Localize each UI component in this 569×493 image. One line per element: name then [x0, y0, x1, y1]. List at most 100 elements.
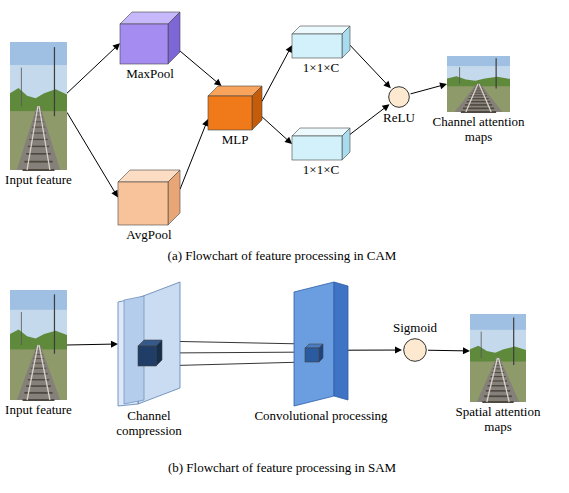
- subfigure-caption: (b) Flowchart of feature processing in S…: [40, 461, 524, 476]
- node-label: Input feature: [0, 403, 84, 418]
- connector: [180, 119, 209, 189]
- output-image: Channel attention maps: [447, 56, 510, 112]
- node-label: Sigmoid: [385, 321, 445, 336]
- vector-cube: 1×1×C: [292, 128, 350, 160]
- connector-line: [411, 86, 442, 94]
- cube-side: [342, 26, 350, 58]
- node-label: MLP: [210, 133, 260, 148]
- connector: [428, 347, 470, 354]
- cube-top: [292, 128, 350, 136]
- slab-back: [138, 282, 180, 404]
- relu-circle-shape: [388, 86, 410, 108]
- rail: [27, 345, 38, 400]
- connector-line: [428, 350, 464, 352]
- sigmoid-circle-shape: [403, 338, 427, 362]
- conv-block-shape: [294, 282, 348, 406]
- pole: [459, 67, 460, 84]
- ballast: [17, 345, 60, 400]
- connector: [67, 112, 118, 197]
- connector: [411, 82, 447, 93]
- cube-side: [168, 170, 180, 225]
- sky: [10, 290, 67, 400]
- mlp-cube: MLP: [208, 86, 262, 130]
- node-label: MaxPool: [115, 67, 185, 82]
- cube-front: [292, 34, 342, 58]
- node-label: Spatial attention maps: [448, 405, 548, 435]
- pole: [54, 294, 55, 353]
- relu-circle: ReLU: [388, 86, 410, 108]
- connector: [180, 51, 222, 86]
- cube-front: [305, 348, 319, 362]
- cube-top: [292, 26, 350, 34]
- cube-front: [138, 346, 156, 366]
- connector: [67, 341, 118, 348]
- sky-top: [10, 42, 67, 65]
- tree-line: [10, 88, 67, 114]
- connector-line: [262, 117, 288, 140]
- node-label: ReLU: [374, 111, 424, 126]
- sky: [447, 56, 510, 112]
- input-image: Input feature: [10, 290, 67, 400]
- rail: [39, 345, 50, 400]
- cube-shape: [292, 128, 350, 160]
- ballast: [455, 84, 503, 112]
- pole: [21, 312, 22, 345]
- maxpool-cube-shape: [120, 12, 180, 64]
- cube-side: [168, 12, 180, 64]
- connector-line: [350, 45, 387, 84]
- cube-shape: [292, 26, 350, 58]
- rail: [27, 106, 38, 170]
- operator-circle: [404, 339, 427, 362]
- node-label: 1×1×C: [291, 61, 351, 76]
- conv-side: [334, 282, 348, 400]
- rail: [466, 84, 478, 112]
- connector-line: [67, 344, 112, 346]
- compression-slab-shape: [118, 282, 180, 406]
- node-label: Input feature: [0, 173, 84, 188]
- cube-front: [120, 24, 168, 64]
- pole: [481, 332, 482, 358]
- arrow-head: [214, 79, 222, 86]
- connector-line: [180, 51, 217, 82]
- node-label: Channel attention maps: [424, 115, 534, 145]
- rail: [499, 358, 510, 402]
- vector-cube-shape: [292, 128, 350, 160]
- conv-block: Convolutional processing: [294, 282, 348, 406]
- connector-line: [180, 125, 206, 190]
- arrow-head: [395, 347, 402, 354]
- sky: [470, 314, 526, 402]
- output-image: Spatial attention maps: [470, 314, 526, 402]
- cube-shape: [120, 12, 180, 64]
- vector-cube-shape: [292, 26, 350, 58]
- sky-top: [470, 314, 526, 330]
- pole: [54, 47, 55, 116]
- avgpool-cube: AvgPool: [118, 170, 180, 225]
- input-image: Input feature: [10, 42, 67, 170]
- pole: [21, 68, 22, 106]
- tree-line: [10, 330, 67, 352]
- tree-line: [470, 346, 526, 364]
- connector-line: [262, 50, 289, 101]
- input-image-shape: [10, 290, 67, 400]
- rail: [487, 358, 498, 402]
- connector: [262, 45, 292, 101]
- operator-circle: [389, 87, 410, 108]
- pole: [513, 318, 514, 366]
- sky-top: [447, 56, 510, 66]
- node-label: Channel compression: [109, 409, 189, 439]
- subfigure-caption: (a) Flowchart of feature processing in C…: [40, 249, 524, 264]
- connector-line: [67, 112, 115, 192]
- connector-line: [67, 47, 116, 93]
- connector: [262, 117, 292, 144]
- connector-line: [350, 108, 385, 134]
- tree-line: [447, 76, 510, 87]
- cube-front: [118, 182, 168, 225]
- input-image-shape: [10, 42, 67, 170]
- cube-side: [342, 128, 350, 160]
- connector: [350, 45, 391, 88]
- cube-side: [319, 344, 323, 362]
- cube-front: [208, 96, 252, 130]
- node-label: 1×1×C: [291, 163, 351, 178]
